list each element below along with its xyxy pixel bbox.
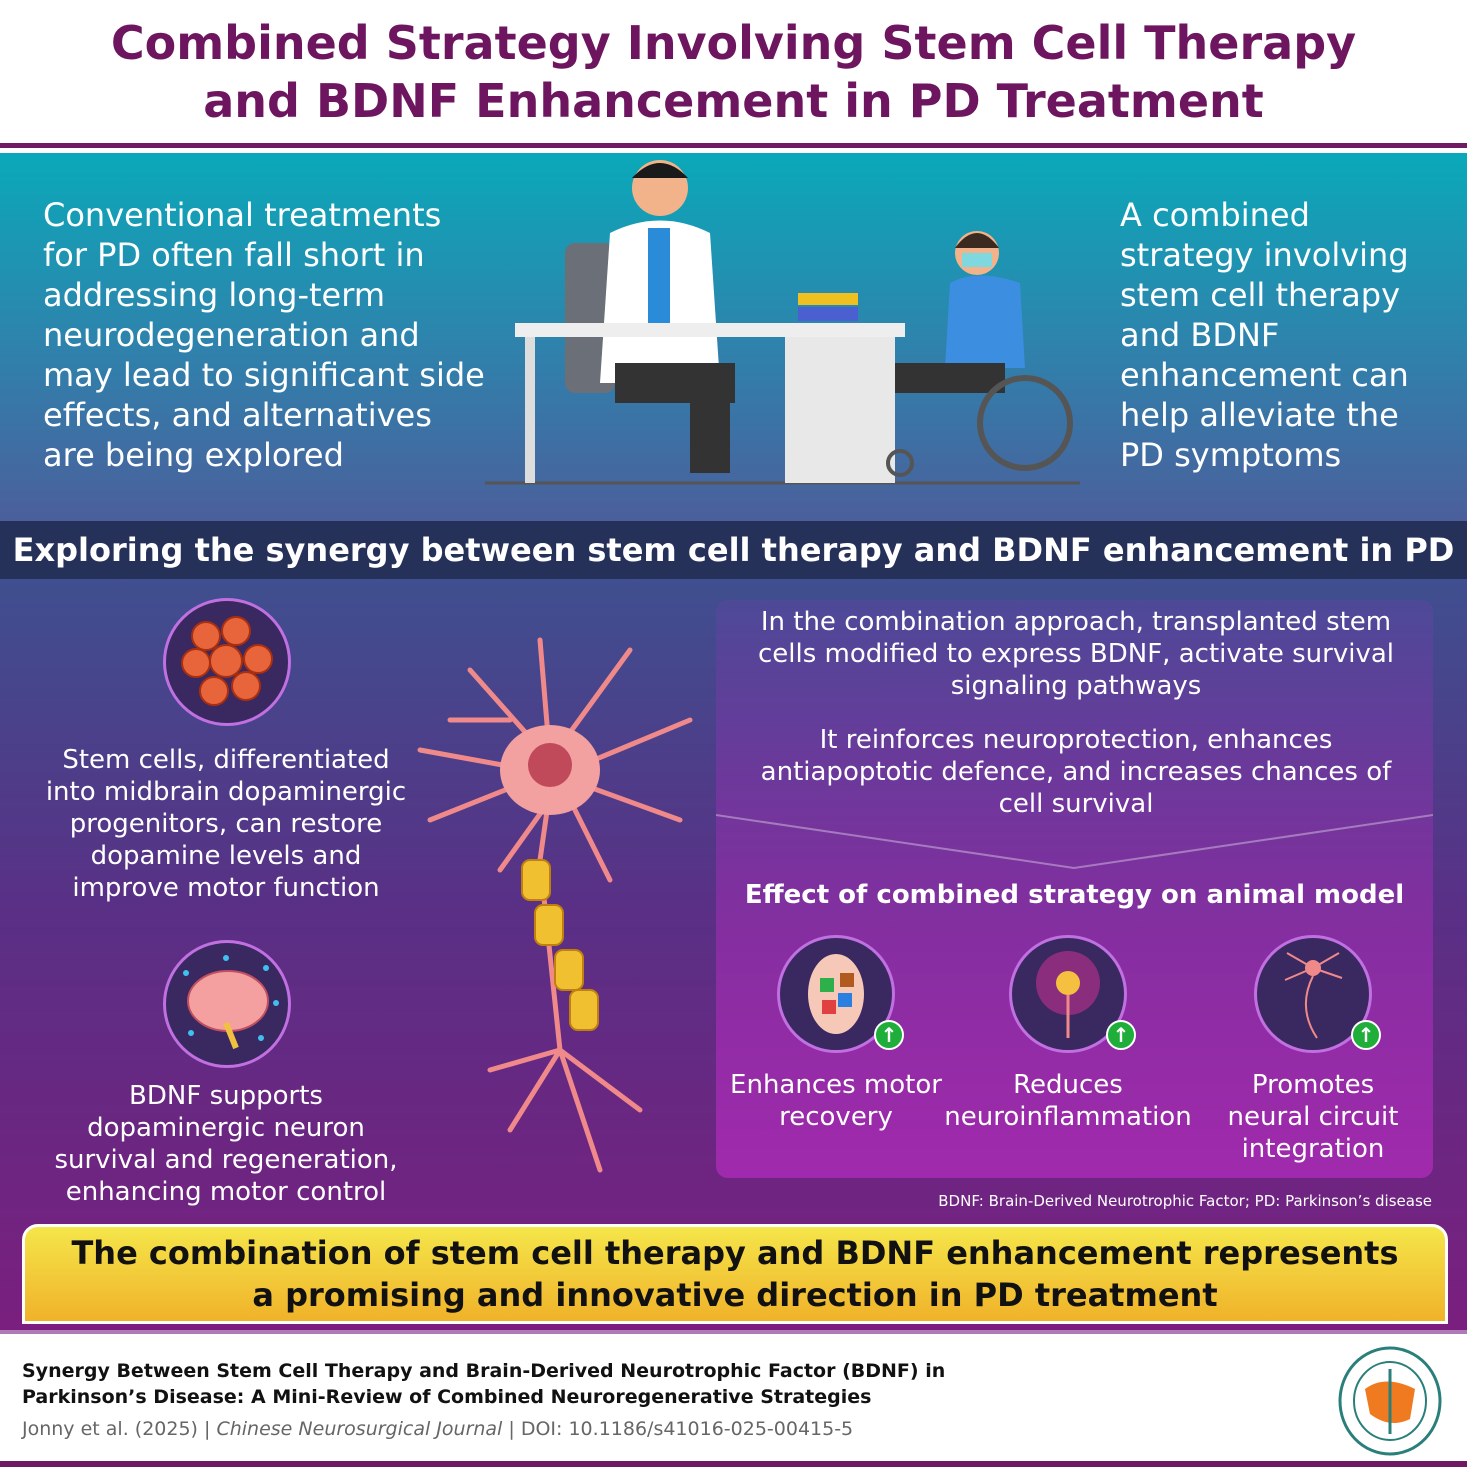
brain-puzzle-icon: ↑ <box>777 935 904 1053</box>
neuroprotection-text: It reinforces neuroprotection, enhances … <box>760 725 1392 819</box>
stem-cells-icon <box>163 598 291 726</box>
neuron-illustration <box>417 637 693 1173</box>
separator: | <box>204 1418 211 1440</box>
title-line-2: and BDNF Enhancement in PD Treatment <box>203 73 1264 128</box>
neuron-icon: ↑ <box>1254 935 1381 1053</box>
separator: | <box>508 1418 515 1440</box>
combination-panel: In the combination approach, transplante… <box>716 600 1433 1178</box>
citation-doi[interactable]: DOI: 10.1186/s41016-025-00415-5 <box>520 1418 854 1440</box>
increase-arrow-icon: ↑ <box>1351 1020 1381 1050</box>
citation-authors: Jonny et al. (2025) <box>22 1418 198 1440</box>
chevron-divider <box>716 814 1433 870</box>
effect-label: Enhances motor recovery <box>730 1070 942 1132</box>
combined-strategy-text: A combined strategy involving stem cell … <box>1120 196 1409 474</box>
abbreviations-note: BDNF: Brain-Derived Neurotrophic Factor;… <box>938 1192 1432 1210</box>
effect-label: Reduces neuroinflammation <box>944 1070 1192 1132</box>
bdnf-text: BDNF supports dopaminergic neuron surviv… <box>54 1081 398 1207</box>
conclusion-line-1: The combination of stem cell therapy and… <box>71 1234 1399 1272</box>
inflamed-neuron-icon: ↑ <box>1009 935 1136 1053</box>
main-title: Combined Strategy Involving Stem Cell Th… <box>0 0 1467 148</box>
stem-cells-text: Stem cells, differentiated into midbrain… <box>45 745 407 903</box>
hero-section: Conventional treatments for PD often fal… <box>0 153 1467 521</box>
effect-item: ↑ Reduces neuroinflammation <box>940 935 1196 1133</box>
effect-item: ↑ Promotes neural circuit integration <box>1210 935 1416 1165</box>
brain-bdnf-icon <box>163 940 291 1068</box>
citation: Jonny et al. (2025) | Chinese Neurosurgi… <box>22 1418 853 1440</box>
effect-label: Promotes neural circuit integration <box>1227 1070 1399 1164</box>
citation-journal: Chinese Neurosurgical Journal <box>216 1418 503 1440</box>
effect-item: ↑ Enhances motor recovery <box>726 935 946 1133</box>
doctor-patient-illustration <box>485 160 1080 485</box>
footer: Synergy Between Stem Cell Therapy and Br… <box>0 1330 1467 1467</box>
conventional-treatment-text: Conventional treatments for PD often fal… <box>43 196 485 474</box>
conclusion-banner: The combination of stem cell therapy and… <box>22 1224 1448 1324</box>
title-line-1: Combined Strategy Involving Stem Cell Th… <box>110 15 1357 70</box>
chinese-medical-association-logo <box>1338 1346 1442 1456</box>
combination-approach-text: In the combination approach, transplante… <box>758 607 1394 701</box>
section-band-title: Exploring the synergy between stem cell … <box>0 521 1467 579</box>
effects-title: Effect of combined strategy on animal mo… <box>744 880 1405 910</box>
paper-title: Synergy Between Stem Cell Therapy and Br… <box>22 1360 946 1408</box>
increase-arrow-icon: ↑ <box>874 1020 904 1050</box>
conclusion-line-2: a promising and innovative direction in … <box>252 1276 1218 1314</box>
increase-arrow-icon: ↑ <box>1106 1020 1136 1050</box>
